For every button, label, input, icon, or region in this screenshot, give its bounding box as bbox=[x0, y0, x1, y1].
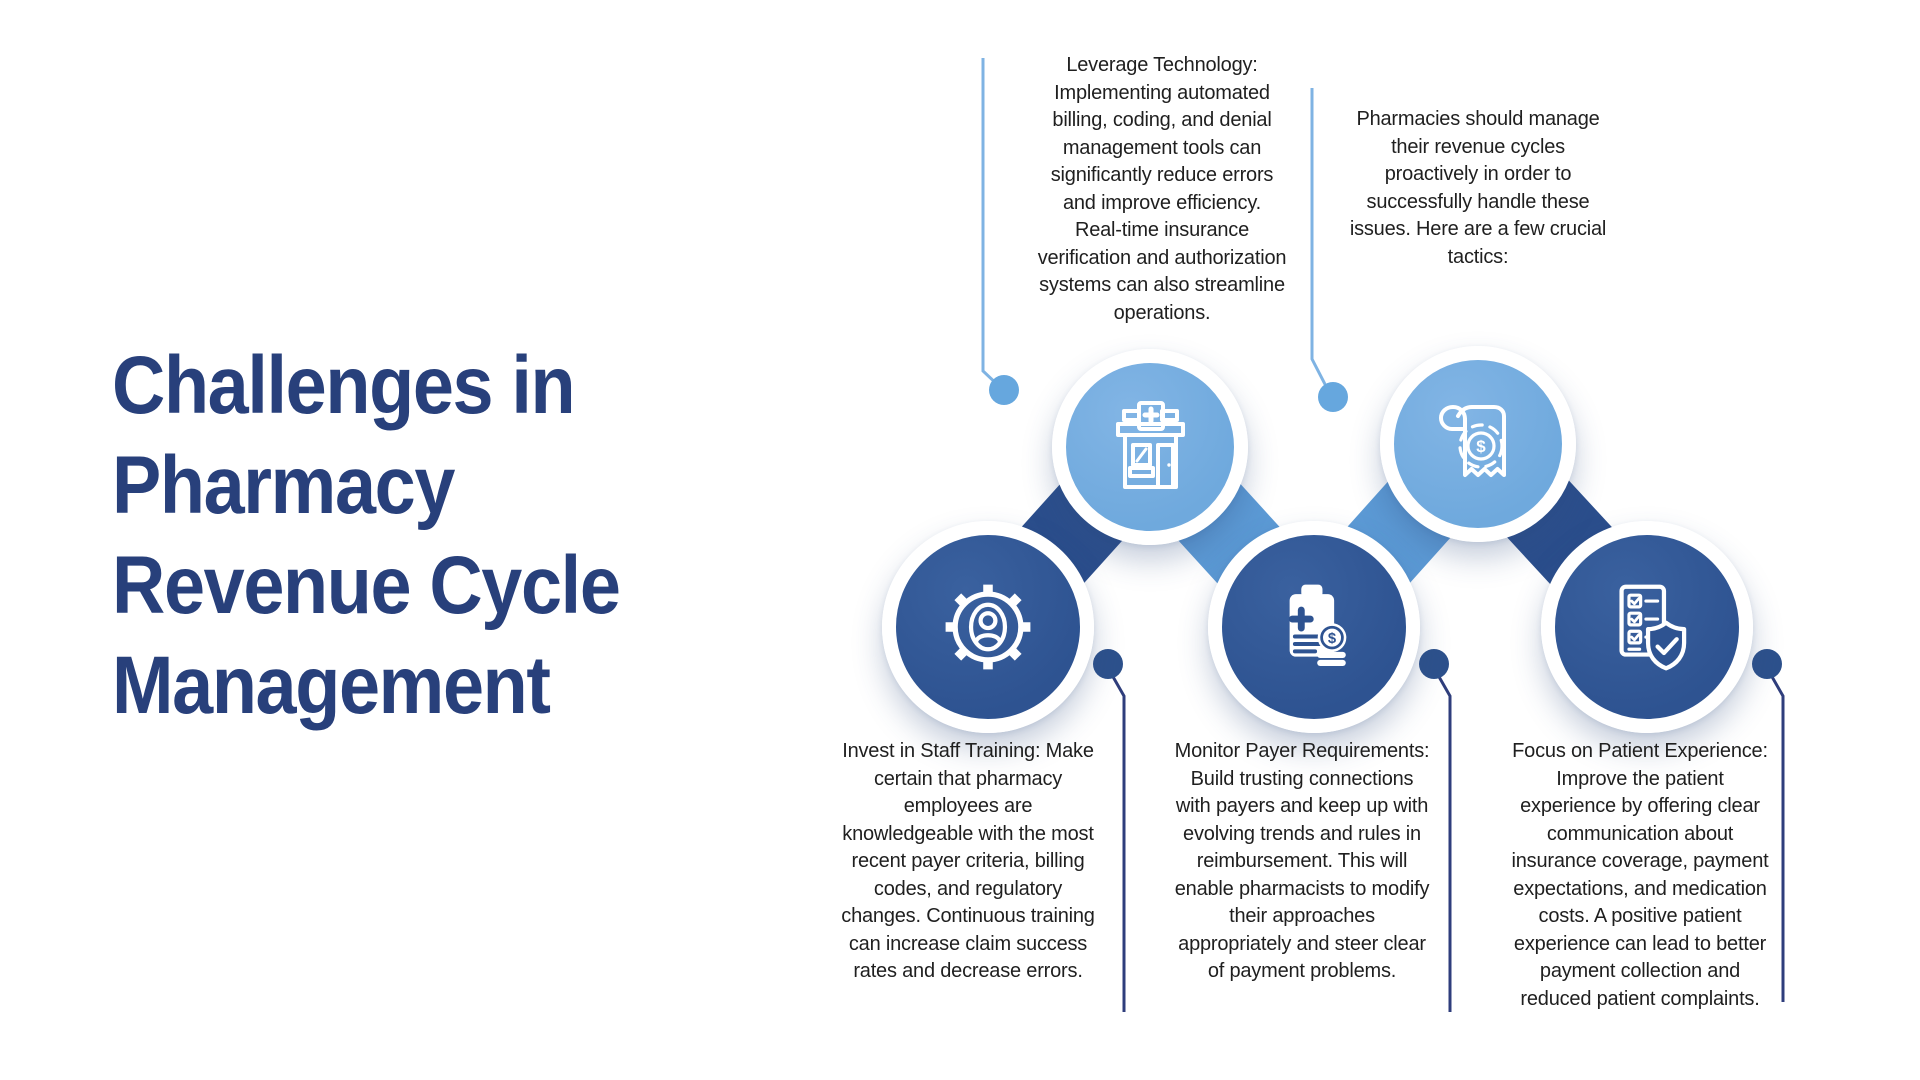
timeline-dot-patient-experience bbox=[1752, 649, 1782, 679]
timeline-dot-technology bbox=[989, 375, 1019, 405]
leader-line-patient-experience bbox=[1769, 674, 1785, 1002]
checklist-shield-icon bbox=[1619, 584, 1687, 671]
node-circle-staff-training bbox=[882, 521, 1094, 733]
leader-line-payer-requirements bbox=[1436, 674, 1452, 1012]
leader-line-staff-training bbox=[1110, 674, 1126, 1012]
billing-receipt-icon: $ bbox=[1439, 405, 1506, 477]
dollar-glyph: $ bbox=[1328, 631, 1337, 647]
timeline-dot-intro bbox=[1318, 382, 1348, 412]
node-circle-patient-experience bbox=[1541, 521, 1753, 733]
pharmacy-store-icon bbox=[1116, 401, 1185, 489]
tactic-text-focus-on-patient-experience: Focus on Patient Experience:Improve the … bbox=[1511, 740, 1769, 1010]
clipboard-payment-icon: $ bbox=[1288, 584, 1347, 667]
gear-person-icon bbox=[945, 584, 1031, 670]
tactic-text-monitor-payer-requirements: Monitor Payer Requirements:Build trustin… bbox=[1174, 740, 1430, 982]
leader-line-intro bbox=[1310, 88, 1331, 393]
leader-line-technology bbox=[981, 58, 1002, 389]
timeline-dot-staff-training bbox=[1093, 649, 1123, 679]
dollar-glyph: $ bbox=[1476, 437, 1486, 456]
node-circle-payer-requirements: $ bbox=[1208, 521, 1420, 733]
timeline-dot-payer-requirements bbox=[1419, 649, 1449, 679]
tactic-text-leverage-technology: Leverage Technology:Implementing automat… bbox=[1037, 54, 1287, 324]
node-circle-billing-receipt: $ bbox=[1380, 346, 1576, 542]
node-circle-leverage-technology bbox=[1052, 349, 1248, 545]
